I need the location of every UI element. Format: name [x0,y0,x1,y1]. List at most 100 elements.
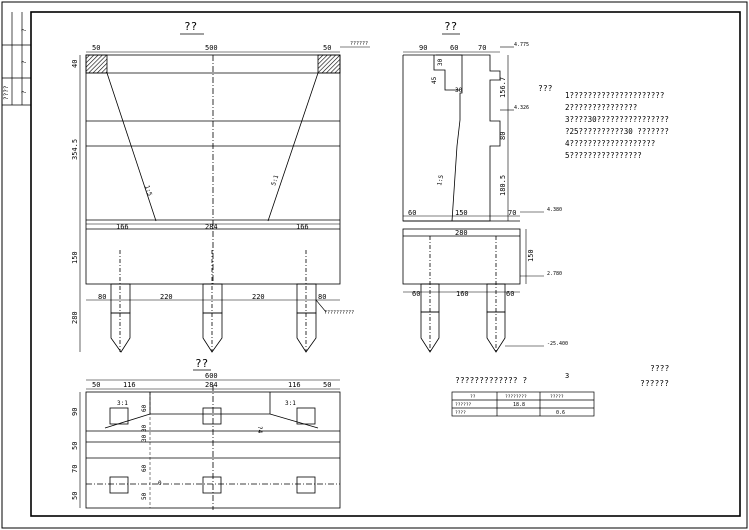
plan-total-dim: 600 [205,372,218,380]
pile-right [296,250,317,353]
table-border [451,391,595,417]
table-header-1: ?? [470,394,476,400]
elev-mid-dim-3: 166 [296,223,309,231]
plan-left-dim-1: 90 [71,408,79,416]
side-footing [402,228,521,285]
table-row1-value1: 18.8 [513,402,525,408]
elevation-title: ?? [184,20,197,33]
side-elev-4: 2.780 [547,271,562,277]
plan-top-dim-2: 116 [123,381,136,389]
note-line-6: 5???????????????? [565,151,642,160]
elev-top-dim-3: 50 [323,44,331,52]
side-mid-dim-3: 70 [508,209,516,217]
title-block-line-2: ?????? [640,379,669,388]
plan-pile-4 [109,476,129,494]
quantity-table: ????????????? ? 3 ?? ???????? ????? ????… [451,372,595,417]
side-view [402,33,544,353]
left-slope-line [106,72,157,222]
side-elev-1: 4.775 [514,42,529,48]
plan-dims: ?? 600 50 116 284 116 50 90 50 70 50 60 … [71,357,331,500]
side-pile-left [420,236,440,353]
plan-top-dim-3: 284 [205,381,218,389]
side-inner-dim-1: 45 [431,76,438,84]
plan-pile-6 [296,476,316,494]
side-elev-3: 4.380 [547,207,562,213]
plan-side-mark: ?4 [256,426,263,434]
plan-inner-dim-3: 30 [141,434,148,442]
side-notch [433,55,460,91]
pile-leader [315,299,327,313]
plan-pile-3 [296,407,316,425]
plan-top-dim-5: 50 [323,381,331,389]
table-row2-label: ???? [455,410,466,416]
strip-text-4: ???? [3,85,10,100]
strip-text-3: ? [21,90,28,94]
side-right-dim-2: 80 [499,132,507,140]
side-total-width: 280 [455,229,468,237]
side-right-dim-3: 180.5 [499,175,507,196]
side-top-dim-2: 60 [450,44,458,52]
side-elev-5: -25.400 [547,341,568,347]
plan-slope-left: 3:1 [117,400,128,407]
plan-wingwall-line [104,413,319,429]
elev-top-note: ?????? [350,41,368,47]
elev-pile-dim-2: 220 [160,293,173,301]
side-body-outline [402,54,501,222]
table-header-3: ????? [550,394,564,400]
side-pile-dim-3: 60 [506,290,514,298]
inner-frame [30,11,741,517]
plan-left-dim-4: 50 [71,492,79,500]
strip-text-2: ? [21,60,28,64]
side-mid-dim-1: 60 [408,209,416,217]
elev-pile-note: ?????????? [324,310,354,316]
binding-strip [2,12,31,106]
plan-center-mark: 0 [158,480,162,487]
plan-left-dim-2: 50 [71,442,79,450]
side-top-dim-3: 70 [478,44,486,52]
elevation-view: ?? [79,20,370,353]
elev-pile-dim-1: 80 [98,293,106,301]
side-right-dim-4: 150 [527,249,535,262]
plan-title: ?? [195,357,208,370]
side-pile-dim-1: 60 [412,290,420,298]
side-top-dim-1: 90 [419,44,427,52]
plan-pile-1 [109,407,129,425]
elev-top-dim-1: 50 [92,44,100,52]
note-line-3: 3????30???????????????? [565,115,669,124]
side-slope: 1:5 [436,174,445,186]
elev-mid-dim-2: 284 [205,223,218,231]
plan-top-dim-4: 116 [288,381,301,389]
side-pile-dim-2: 160 [456,290,469,298]
plan-view [79,369,341,510]
note-line-5: 4??????????????????? [565,139,655,148]
elev-slope-left: 1:5 [143,184,153,197]
plan-inner-dim-1: 60 [141,404,148,412]
elevation-dims: 50 500 50 ?????? 40 354.5 150 280 1:5 5:… [71,41,368,324]
pile-middle [202,250,223,353]
side-title: ?? [444,20,457,33]
table-header-2: ???????? [505,394,527,400]
note-line-4: ?25??????????30 ??????? [565,127,669,136]
table-row2-value2: 0.6 [556,410,565,416]
plan-inner-dim-2: 30 [141,424,148,432]
elev-left-dim-1: 40 [71,60,79,68]
elev-left-dim-4: 280 [71,311,79,324]
plan-pile-2 [202,407,222,425]
plan-pile-5 [202,476,222,494]
elev-left-dim-3: 150 [71,251,79,264]
side-mid-dim-2: 150 [455,209,468,217]
side-right-dim-1: 156.7 [499,77,507,98]
side-elev-2: 4.326 [514,105,529,111]
side-inner-dim-2: 30 [437,58,444,66]
plan-slope-right: 3:1 [285,400,296,407]
left-hatch [85,54,108,74]
side-backwall-line [436,54,463,222]
elev-top-dim-2: 500 [205,44,218,52]
right-slope-line [267,72,319,222]
plan-left-dim-3: 70 [71,465,79,473]
plan-inner-dim-4: 60 [141,464,148,472]
elev-slope-right: 5:1 [270,174,280,187]
elev-left-dim-2: 354.5 [71,139,79,160]
pile-left [110,250,131,353]
